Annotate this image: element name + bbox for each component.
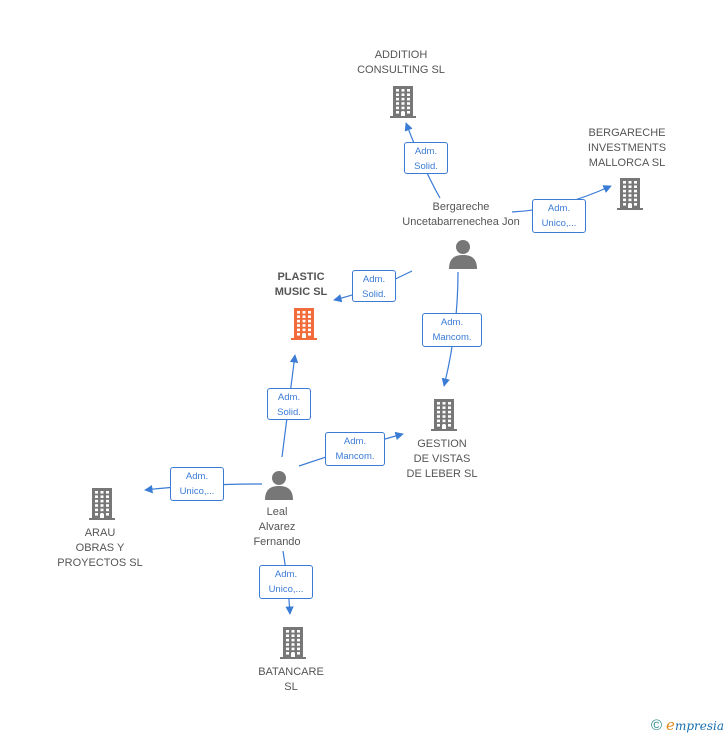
node-label-gestion[interactable]: GESTION DE VISTAS DE LEBER SL — [407, 437, 478, 482]
role-label-line: Adm. — [440, 317, 464, 328]
role-label-line: Unico,... — [179, 486, 215, 497]
node-label-line: OBRAS Y — [75, 542, 125, 554]
role-label-e5[interactable]: Adm. Solid. — [267, 388, 311, 420]
role-label-e6[interactable]: Adm. Mancom. — [325, 432, 385, 466]
node-label-batancare[interactable]: BATANCARE SL — [258, 665, 324, 695]
brand-logo: empresia — [666, 716, 724, 734]
node-label-line: Fernando — [253, 536, 301, 548]
role-label-line: Adm. — [277, 392, 301, 403]
role-label-line: Adm. — [547, 203, 571, 214]
node-label-line: PROYECTOS SL — [57, 557, 143, 569]
building-icon[interactable] — [389, 84, 417, 123]
node-label-line: MUSIC SL — [274, 286, 328, 298]
node-label-line: Bergareche — [432, 201, 490, 213]
role-label-line: Adm. — [362, 274, 386, 285]
node-label-line: Alvarez — [258, 521, 296, 533]
role-label-line: Adm. — [414, 146, 438, 157]
role-label-line: Solid. — [414, 161, 438, 172]
copyright-icon: © — [650, 716, 663, 734]
node-label-line: GESTION — [417, 438, 467, 450]
building-icon[interactable] — [290, 306, 318, 345]
node-label-plastic[interactable]: PLASTIC MUSIC SL — [275, 270, 328, 300]
building-icon[interactable] — [430, 397, 458, 436]
role-label-line: Adm. — [343, 436, 367, 447]
role-label-e4[interactable]: Adm. Mancom. — [422, 313, 482, 347]
role-label-line: Mancom. — [432, 332, 472, 343]
node-label-line: INVESTMENTS — [587, 142, 667, 154]
node-label-line: ARAU — [84, 527, 116, 539]
role-label-e7[interactable]: Adm. Unico,... — [170, 467, 224, 501]
node-label-arau[interactable]: ARAU OBRAS Y PROYECTOS SL — [57, 526, 142, 571]
role-label-line: Solid. — [362, 289, 386, 300]
person-icon[interactable] — [448, 239, 478, 274]
node-label-line: BERGARECHE — [588, 127, 666, 139]
building-icon[interactable] — [88, 486, 116, 525]
node-label-line: DE VISTAS — [413, 453, 471, 465]
node-label-line: PLASTIC — [277, 271, 325, 283]
person-icon[interactable] — [264, 470, 294, 505]
node-label-bergareche_inv[interactable]: BERGARECHE INVESTMENTS MALLORCA SL — [588, 126, 666, 171]
building-icon[interactable] — [616, 176, 644, 215]
node-label-line: BATANCARE — [258, 666, 324, 678]
role-label-line: Adm. — [185, 471, 209, 482]
node-label-line: DE LEBER SL — [406, 468, 478, 480]
role-label-line: Unico,... — [268, 584, 304, 595]
building-icon[interactable] — [279, 625, 307, 664]
role-label-e1[interactable]: Adm. Solid. — [404, 142, 448, 174]
role-label-e8[interactable]: Adm. Unico,... — [259, 565, 313, 599]
node-label-line: MALLORCA SL — [588, 157, 666, 169]
node-label-line: ADDITIOH — [374, 49, 428, 61]
role-label-line: Adm. — [274, 569, 298, 580]
node-label-line: SL — [284, 681, 298, 693]
node-label-line: Leal — [266, 506, 288, 518]
node-label-line: CONSULTING SL — [357, 64, 445, 76]
node-label-additioh[interactable]: ADDITIOH CONSULTING SL — [357, 48, 445, 78]
footer-brand: © empresia — [651, 716, 724, 734]
role-label-e3[interactable]: Adm. Solid. — [352, 270, 396, 302]
role-label-line: Unico,... — [541, 218, 577, 229]
role-label-line: Solid. — [277, 407, 301, 418]
role-label-line: Mancom. — [335, 451, 375, 462]
role-label-e2[interactable]: Adm. Unico,... — [532, 199, 586, 233]
node-label-line: Uncetabarrenechea Jon — [402, 216, 520, 228]
